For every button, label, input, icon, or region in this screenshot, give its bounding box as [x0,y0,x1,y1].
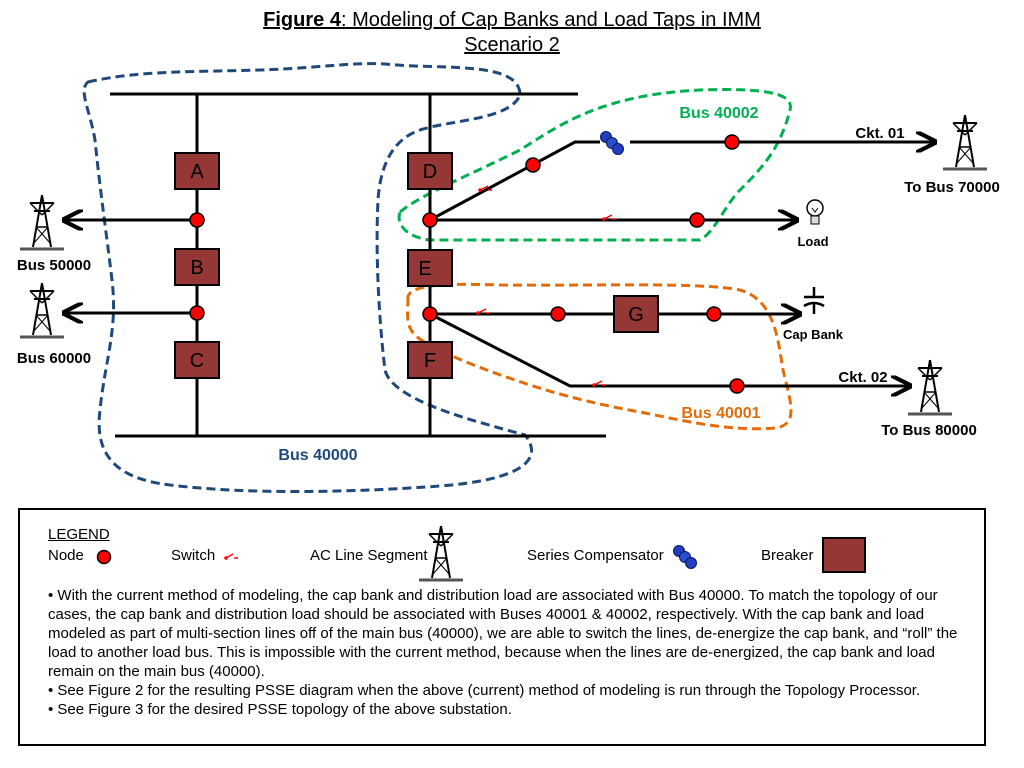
legend-note-3: • See Figure 3 for the desired PSSE topo… [48,701,512,718]
bus-40002-outline [397,88,792,242]
cap-bank-label: Cap Bank [783,327,844,342]
breaker-b[interactable]: B [174,248,220,286]
legend-switch-icon [224,553,238,560]
figure-number: Figure 4 [263,9,341,31]
legend-series-compensator-icon [673,545,697,569]
breaker-g-label: G [628,304,644,326]
node [729,378,745,394]
load-bulb-icon [806,199,824,225]
switch-icon[interactable] [478,185,492,192]
breaker-e[interactable]: E [407,249,453,287]
node [189,212,205,228]
bus-40001-outline [406,282,793,431]
legend-note-2: • See Figure 2 for the resulting PSSE di… [48,682,921,699]
breaker-b-label: B [190,257,203,279]
breaker-e-label: E [418,258,431,280]
node [189,305,205,321]
breaker-f[interactable]: F [407,341,453,379]
node [422,212,438,228]
breaker-d[interactable]: D [407,152,453,190]
load-label: Load [797,234,828,249]
line-ckt-01 [429,140,600,222]
breaker-c[interactable]: C [174,341,220,379]
line-ckt-02 [429,312,910,386]
node [724,134,740,150]
node [422,306,438,322]
legend-switch-label: Switch [171,547,216,564]
legend-heading: LEGEND [48,526,110,543]
bus-40000-outline [82,62,534,494]
node [550,306,566,322]
switch-icon[interactable] [592,380,606,387]
bus-40002-label: Bus 40002 [679,105,758,122]
tower-bus-60000-icon [18,281,66,339]
legend-panel: LEGEND Node Switch AC Line Segment Serie… [18,508,986,746]
tower-bus-80000-icon [906,358,954,416]
to-bus-70000-label: To Bus 70000 [904,179,1000,196]
ckt-01-label: Ckt. 01 [855,125,904,142]
switch-icon[interactable] [602,214,616,221]
legend-breaker-label: Breaker [761,547,814,564]
breaker-d-label: D [423,161,437,183]
tower-bus-70000-icon [941,113,989,171]
breaker-a[interactable]: A [174,152,220,190]
breaker-a-label: A [190,161,204,183]
switch-icon[interactable] [476,308,490,315]
breaker-f-label: F [424,350,436,372]
to-bus-80000-label: To Bus 80000 [881,422,977,439]
figure-title: Figure 4: Modeling of Cap Banks and Load… [0,8,1024,58]
legend-note-1: • With the current method of modeling, t… [48,587,958,680]
bus-50000-label: Bus 50000 [17,257,91,274]
legend-breaker-icon [822,537,866,573]
legend-series-compensator-label: Series Compensator [527,547,664,564]
node [706,306,722,322]
bus-60000-label: Bus 60000 [17,350,91,367]
node [525,157,541,173]
cap-bank-icon [803,287,825,314]
bus-40000-label: Bus 40000 [278,447,357,464]
figure-subtitle: Scenario 2 [464,34,560,56]
node [689,212,705,228]
legend-ac-line-tower-icon [417,524,465,582]
legend-ac-line-label: AC Line Segment [310,547,428,564]
legend-node-label: Node [48,547,84,564]
bus-40001-label: Bus 40001 [681,405,760,422]
figure-caption: : Modeling of Cap Banks and Load Taps in… [340,9,761,31]
breaker-c-label: C [190,350,204,372]
legend-notes: • With the current method of modeling, t… [48,586,978,719]
breaker-g[interactable]: G [613,295,659,333]
legend-node-icon [96,549,112,565]
ckt-02-label: Ckt. 02 [838,369,887,386]
tower-bus-50000-icon [18,193,66,251]
series-compensator-icon [600,131,624,155]
